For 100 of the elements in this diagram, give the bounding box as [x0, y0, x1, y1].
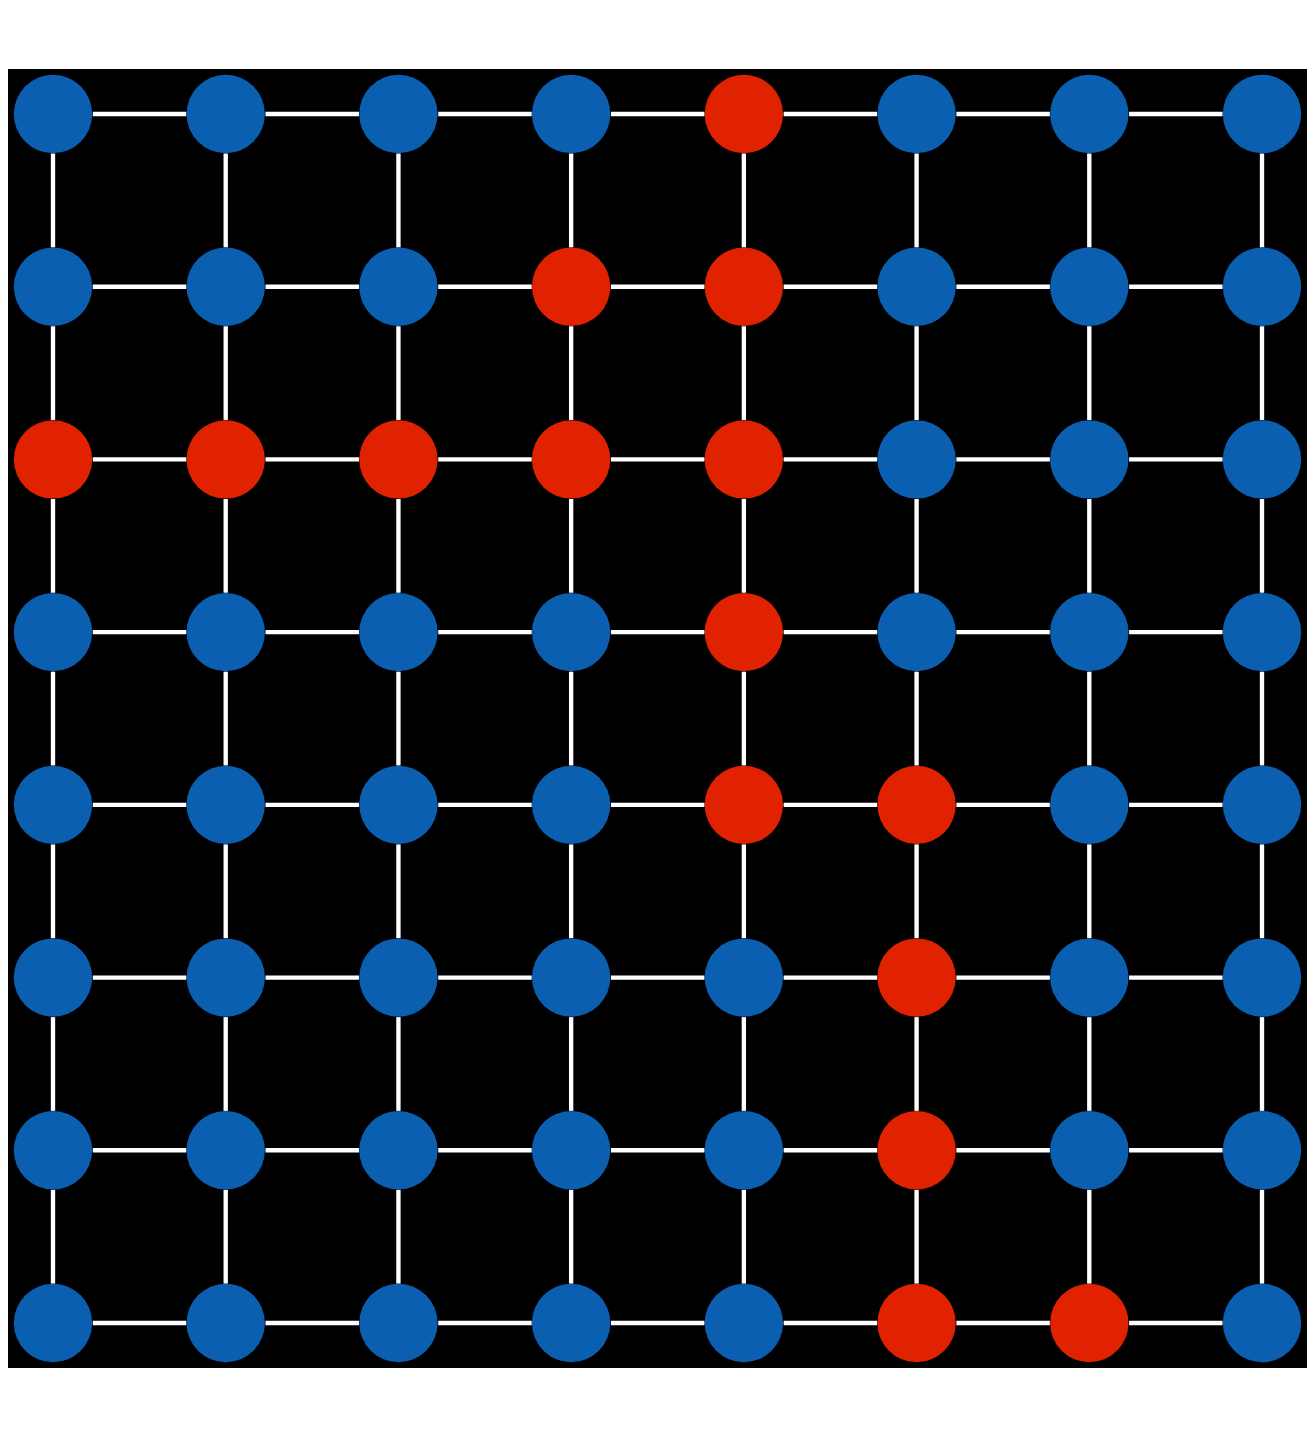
node-circle: [186, 592, 265, 672]
node-circle: [1050, 938, 1129, 1017]
connector: [1087, 1017, 1092, 1111]
connector: [50, 671, 56, 766]
node-circle: [186, 74, 265, 154]
node-circle: [531, 420, 611, 499]
connector: [914, 153, 919, 248]
node-circle: [13, 938, 93, 1017]
connector: [50, 1189, 56, 1284]
connector: [568, 153, 574, 248]
node-circle: [186, 1111, 265, 1190]
connector: [783, 629, 878, 635]
node-circle: [877, 247, 956, 326]
node-circle: [359, 1111, 438, 1190]
node-circle: [704, 1111, 784, 1190]
connector: [610, 111, 705, 117]
connector: [914, 1189, 919, 1284]
node-circle: [531, 247, 611, 326]
connector: [610, 629, 705, 635]
connector: [741, 326, 747, 420]
connector: [568, 499, 574, 593]
connector: [956, 629, 1050, 635]
node-circle: [1222, 592, 1302, 672]
connector: [1129, 975, 1223, 980]
node-circle: [1050, 247, 1129, 326]
connector: [1129, 629, 1223, 635]
connector: [50, 153, 56, 248]
connector: [223, 844, 228, 939]
connector: [568, 1189, 574, 1284]
connector: [223, 499, 228, 593]
connector: [438, 1320, 532, 1326]
node-circle: [1050, 74, 1129, 154]
connector: [914, 326, 919, 420]
connector: [438, 629, 532, 635]
node-circle: [877, 1283, 956, 1363]
connector: [223, 1017, 228, 1111]
node-circle: [704, 592, 784, 672]
connector: [223, 153, 228, 248]
connector: [1087, 326, 1092, 420]
connector: [741, 153, 747, 248]
connector: [1087, 153, 1092, 248]
connector: [1259, 499, 1265, 593]
connector: [50, 499, 56, 593]
connector: [610, 284, 705, 289]
node-circle: [1222, 765, 1302, 845]
connector: [265, 457, 359, 462]
connector: [1087, 499, 1092, 593]
node-circle: [186, 938, 265, 1017]
connector: [50, 1017, 56, 1111]
connector: [1129, 1320, 1223, 1326]
node-circle: [186, 420, 265, 499]
connector: [1087, 844, 1092, 939]
node-circle: [13, 592, 93, 672]
connector: [1087, 671, 1092, 766]
connector: [438, 975, 532, 980]
node-circle: [13, 420, 93, 499]
connector: [956, 1148, 1050, 1153]
node-circle: [1050, 420, 1129, 499]
node-circle: [13, 1111, 93, 1190]
connector: [92, 111, 187, 117]
connector: [396, 1189, 401, 1284]
connector: [783, 802, 878, 808]
connector: [956, 975, 1050, 980]
connector: [956, 457, 1050, 462]
connector: [438, 111, 532, 117]
node-circle: [531, 592, 611, 672]
node-circle: [1050, 765, 1129, 845]
connector: [1259, 1189, 1265, 1284]
node-circle: [359, 247, 438, 326]
connector: [265, 1320, 359, 1326]
connector: [783, 1320, 878, 1326]
connector: [396, 153, 401, 248]
node-circle: [186, 247, 265, 326]
node-circle: [877, 420, 956, 499]
connector: [741, 844, 747, 939]
node-circle: [1222, 247, 1302, 326]
connector: [783, 457, 878, 462]
connector: [568, 671, 574, 766]
connector: [610, 1148, 705, 1153]
node-circle: [359, 74, 438, 154]
node-circle: [704, 420, 784, 499]
node-circle: [359, 1283, 438, 1363]
connector: [783, 1148, 878, 1153]
node-circle: [1050, 1283, 1129, 1363]
connector: [1259, 153, 1265, 248]
connector: [92, 284, 187, 289]
node-circle: [531, 1283, 611, 1363]
node-circle: [877, 1111, 956, 1190]
node-circle: [704, 938, 784, 1017]
connector: [956, 802, 1050, 808]
connector: [610, 457, 705, 462]
connector: [1129, 457, 1223, 462]
node-circle: [1050, 592, 1129, 672]
connector: [568, 326, 574, 420]
connector: [956, 1320, 1050, 1326]
connector: [396, 499, 401, 593]
node-circle: [1222, 938, 1302, 1017]
connector: [1129, 1148, 1223, 1153]
connector: [956, 111, 1050, 117]
connector: [92, 457, 187, 462]
